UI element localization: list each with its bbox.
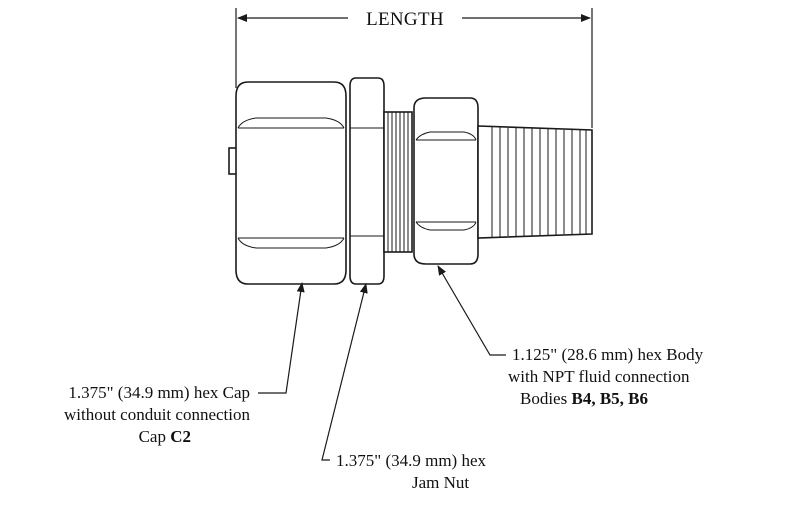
body-leader: [437, 265, 506, 356]
cap-callout-prefix: Cap: [139, 427, 171, 446]
cap-callout-line3: Cap C2: [139, 427, 191, 446]
cap-leader: [258, 282, 305, 394]
jam-nut-outline: [349, 77, 385, 285]
body-callout: 1.125" (28.6 mm) hex Body with NPT fluid…: [508, 345, 704, 408]
cap-flat-line-top: [237, 117, 345, 129]
body-outline: [413, 97, 479, 265]
hex-body: [413, 97, 479, 265]
jam-nut-callout-line1: 1.375" (34.9 mm) hex: [336, 451, 487, 470]
cap-callout-line2: without conduit connection: [64, 405, 251, 424]
npt-thread-outline: [477, 125, 593, 239]
jam-nut-leader: [321, 283, 368, 461]
length-dimension: LENGTH: [235, 8, 593, 128]
jam-nut: [349, 77, 385, 285]
body-callout-codes: B4, B5, B6: [571, 389, 648, 408]
length-label: LENGTH: [366, 9, 444, 30]
npt-thread-end: [477, 125, 593, 239]
body-callout-prefix: Bodies: [520, 389, 571, 408]
bulkhead-threads: [383, 111, 413, 253]
hex-cap: [228, 81, 347, 285]
body-callout-line1: 1.125" (28.6 mm) hex Body: [512, 345, 704, 364]
body-flat-line-bottom: [415, 221, 477, 231]
cap-outline: [235, 81, 347, 285]
cap-callout-line1: 1.375" (34.9 mm) hex Cap: [68, 383, 250, 402]
jam-nut-callout-line2: Jam Nut: [412, 473, 469, 492]
cap-callout-code: C2: [170, 427, 191, 446]
bulkhead-thread-section: [383, 111, 413, 253]
body-flat-line-top: [415, 131, 477, 141]
leader-lines: [258, 265, 506, 461]
cap-flat-line-bottom: [237, 237, 345, 249]
body-callout-line2: with NPT fluid connection: [508, 367, 690, 386]
cap-callout: 1.375" (34.9 mm) hex Cap without conduit…: [64, 383, 251, 446]
jam-nut-callout: 1.375" (34.9 mm) hex Jam Nut: [336, 451, 487, 492]
body-callout-line3: Bodies B4, B5, B6: [520, 389, 648, 408]
